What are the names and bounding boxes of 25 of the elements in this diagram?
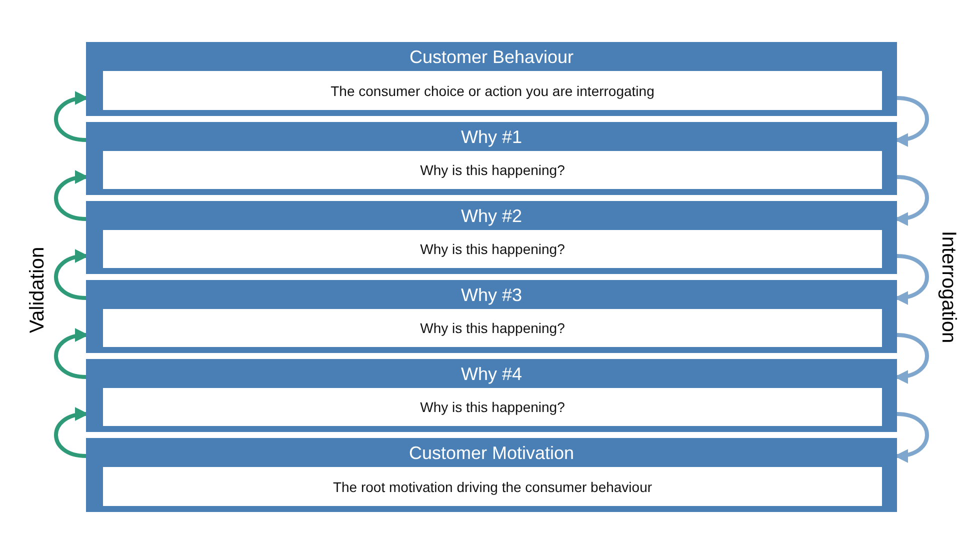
description-box: The root motivation driving the consumer behaviour: [103, 467, 882, 506]
description-box: Why is this happening?: [103, 151, 882, 189]
step-band: [86, 438, 897, 512]
description-box: Why is this happening?: [103, 388, 882, 426]
step-band: [86, 122, 897, 195]
curved-arrow: [894, 96, 929, 146]
step-heading: Why #3: [460, 284, 522, 306]
description-box: Why is this happening?: [103, 230, 882, 268]
curved-arrow: [894, 333, 929, 383]
curved-arrow: [894, 412, 929, 462]
step-heading: Customer Behaviour: [409, 46, 574, 68]
side-label: Validation: [26, 246, 50, 334]
step-band: [86, 201, 897, 274]
step-band: [86, 280, 897, 353]
curved-arrow: [894, 254, 929, 304]
curved-arrow: [894, 175, 929, 225]
description-box: Why is this happening?: [103, 309, 882, 347]
step-band: [86, 42, 897, 116]
description-box: The consumer choice or action you are interrogating: [103, 71, 882, 110]
step-heading: Why #1: [460, 126, 522, 148]
step-heading: Why #4: [460, 363, 522, 385]
step-band: [86, 359, 897, 432]
step-heading: Why #2: [460, 205, 522, 227]
step-heading: Customer Motivation: [408, 442, 574, 464]
side-label: Interrogation: [936, 230, 960, 344]
